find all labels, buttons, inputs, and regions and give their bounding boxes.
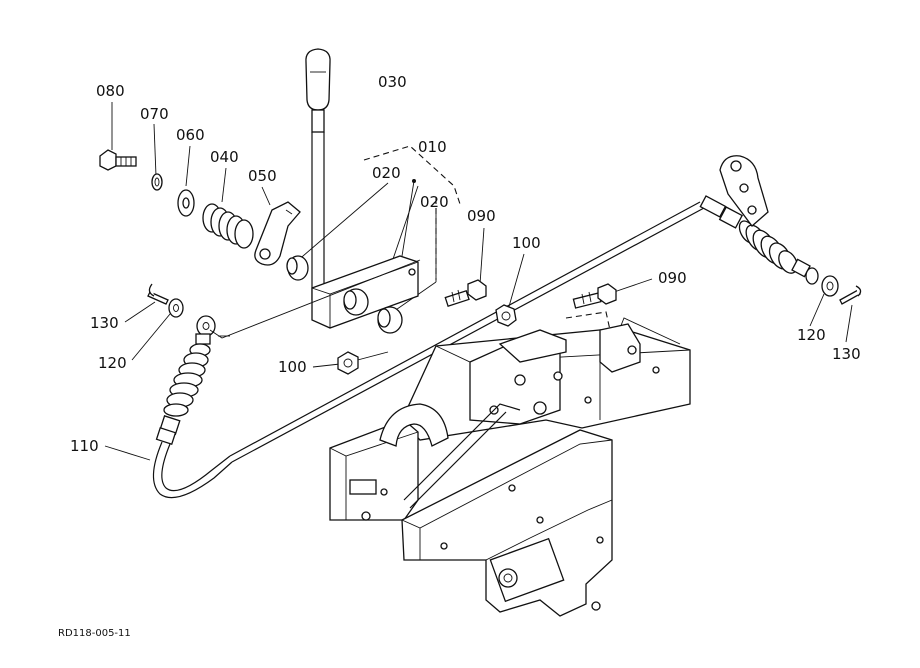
callout-130-right: 130 xyxy=(832,345,861,363)
callout-100-right: 100 xyxy=(512,234,541,252)
bolt-090-right xyxy=(572,283,617,309)
cable-end-right xyxy=(699,195,819,285)
callout-120-left: 120 xyxy=(98,354,127,372)
bushing-020-middle xyxy=(343,288,369,316)
callout-080: 080 xyxy=(96,82,125,100)
washer-120-right xyxy=(821,275,839,297)
washer-120-left xyxy=(168,298,184,318)
bolt-090-left xyxy=(444,279,487,307)
spring-040 xyxy=(202,203,254,249)
leader-lines xyxy=(104,102,853,461)
callout-090-left: 090 xyxy=(467,207,496,225)
callout-070: 070 xyxy=(140,105,169,123)
callout-020-lower: 020 xyxy=(420,193,449,211)
lever-base-plate xyxy=(311,179,419,329)
nut-100-right xyxy=(495,304,517,327)
callout-010: 010 xyxy=(418,138,447,156)
callout-020-upper: 020 xyxy=(372,164,401,182)
plate-050 xyxy=(254,201,301,266)
support-frame xyxy=(329,317,691,617)
cable-end-left xyxy=(155,315,216,445)
cotter-pin-130-right xyxy=(839,285,862,305)
callout-090-right: 090 xyxy=(658,269,687,287)
drawing-code: RD118-005-11 xyxy=(58,628,131,639)
lock-washer-070 xyxy=(151,173,163,191)
callout-060: 060 xyxy=(176,126,205,144)
cotter-pin-130-left xyxy=(147,283,169,305)
washer-060 xyxy=(177,189,195,217)
shift-lever-030 xyxy=(305,48,331,300)
callout-030: 030 xyxy=(378,73,407,91)
control-cable-110 xyxy=(152,201,705,499)
clevis-bracket-right xyxy=(719,155,769,227)
callout-110: 110 xyxy=(70,437,99,455)
callout-130-left: 130 xyxy=(90,314,119,332)
callout-050: 050 xyxy=(248,167,277,185)
bolt-080 xyxy=(99,149,137,171)
callout-100-left: 100 xyxy=(278,358,307,376)
bushing-020-lower xyxy=(377,306,403,334)
callout-120-right: 120 xyxy=(797,326,826,344)
callout-040: 040 xyxy=(210,148,239,166)
nut-100-left xyxy=(337,351,359,375)
bushing-020-upper xyxy=(286,255,309,281)
